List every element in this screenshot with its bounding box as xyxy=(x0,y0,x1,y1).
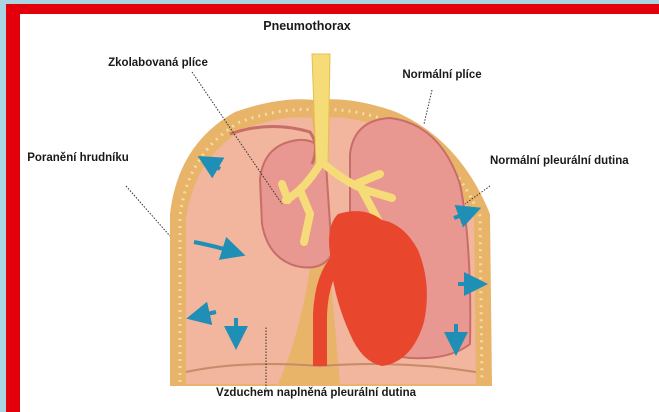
label-normal-pleural-cavity: Normální pleurální dutina xyxy=(490,155,629,167)
pneumothorax-diagram: Pneumothorax xyxy=(20,14,659,412)
label-chest-wound: Poranění hrudníku xyxy=(27,152,129,164)
label-air-filled-pleural-cavity: Vzduchem naplněná pleurální dutina xyxy=(216,387,417,399)
diagram-canvas: Pneumothorax xyxy=(20,14,659,412)
label-normal-lung: Normální plíce xyxy=(402,69,481,81)
label-collapsed-lung: Zkolabovaná plíce xyxy=(108,57,208,69)
diagram-title: Pneumothorax xyxy=(263,19,351,33)
